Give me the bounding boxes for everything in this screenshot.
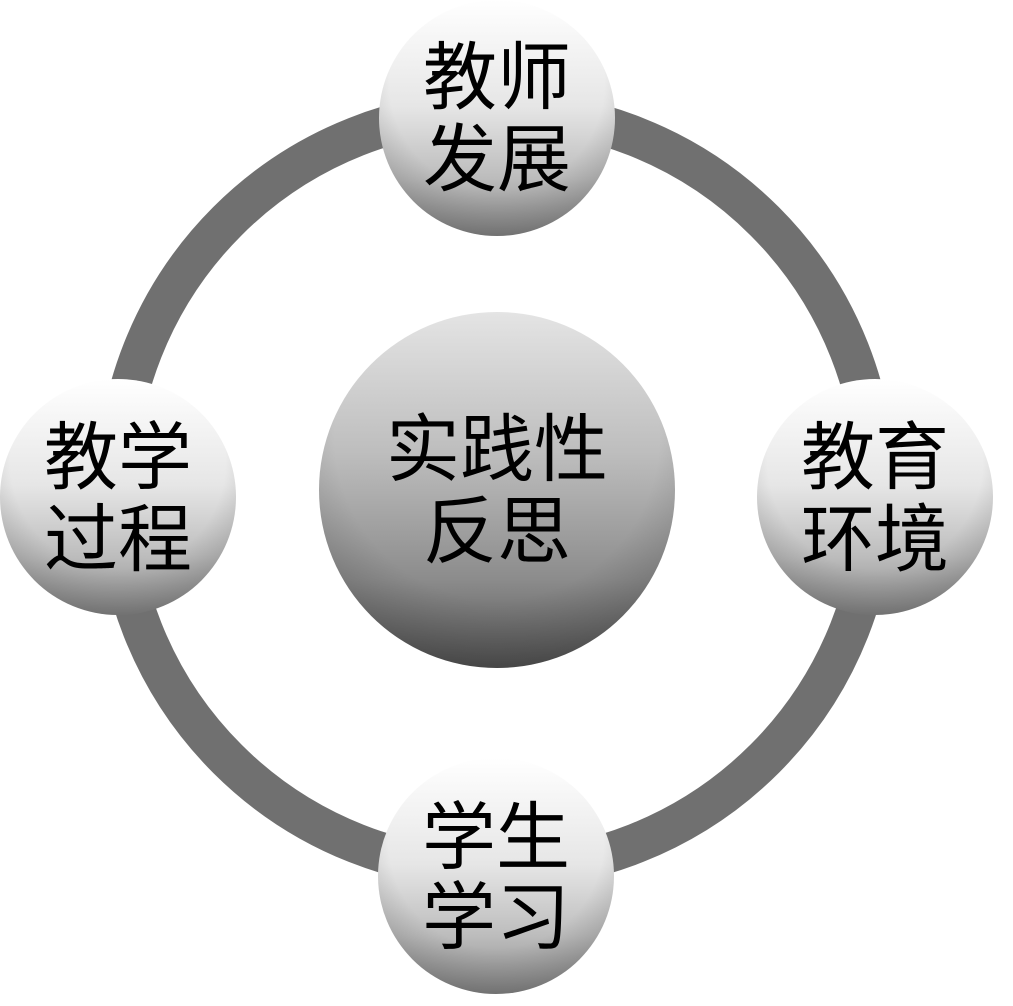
- node-label-line2: 环境: [801, 497, 949, 583]
- node-teaching-process: 教学 过程: [0, 379, 236, 615]
- center-node: 实践性 反思: [319, 312, 675, 668]
- node-label-line1: 学生: [422, 795, 570, 881]
- center-label-line2: 反思: [423, 489, 571, 575]
- node-label-line2: 学习: [422, 875, 570, 961]
- center-label-line1: 实践性: [386, 407, 608, 493]
- node-label-line2: 过程: [44, 497, 192, 583]
- node-education-environment: 教育 环境: [757, 379, 993, 615]
- node-teacher-development: 教师 发展: [379, 0, 615, 236]
- node-label-line1: 教师: [423, 35, 571, 121]
- node-student-learning: 学生 学习: [378, 758, 614, 994]
- node-label-line2: 发展: [423, 117, 571, 203]
- node-label-line1: 教学: [44, 415, 192, 501]
- node-label-line1: 教育: [801, 415, 949, 501]
